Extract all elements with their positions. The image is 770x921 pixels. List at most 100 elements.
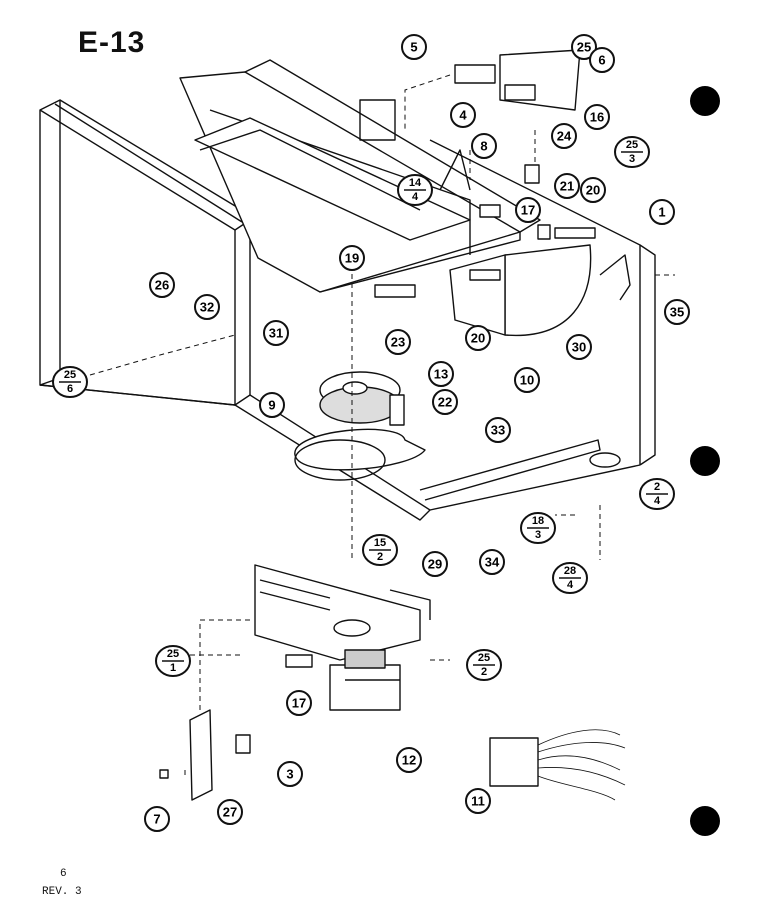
revision-label: REV. 3 bbox=[42, 886, 82, 898]
callout-c14-4: 144 bbox=[397, 174, 433, 206]
top-switch-cluster bbox=[374, 49, 596, 298]
callout-c20a-label: 20 bbox=[586, 183, 600, 198]
callout-c2-4: 24 bbox=[639, 478, 675, 510]
callout-c32-label: 32 bbox=[200, 300, 214, 315]
callout-c13: 13 bbox=[428, 361, 454, 387]
page-title: E-13 bbox=[78, 26, 146, 59]
callout-c17b-label: 17 bbox=[292, 696, 306, 711]
callout-c6: 6 bbox=[589, 47, 615, 73]
callout-c33: 33 bbox=[485, 417, 511, 443]
callout-c21-label: 21 bbox=[560, 179, 574, 194]
callout-c28-4: 284 bbox=[552, 562, 588, 594]
callout-c24: 24 bbox=[551, 123, 577, 149]
callout-c2-4-denominator: 4 bbox=[654, 495, 661, 507]
callout-c16-label: 16 bbox=[590, 110, 604, 125]
callout-c25-6-denominator: 6 bbox=[67, 383, 73, 395]
callout-c33-label: 33 bbox=[491, 423, 505, 438]
callout-c31: 31 bbox=[263, 320, 289, 346]
callout-c2-4-numerator: 2 bbox=[654, 481, 660, 493]
blower-housing bbox=[449, 244, 592, 337]
callout-c20a: 20 bbox=[580, 177, 606, 203]
callout-c23: 23 bbox=[385, 329, 411, 355]
callout-c24-label: 24 bbox=[557, 129, 572, 144]
callout-c6-label: 6 bbox=[598, 53, 605, 68]
callout-c11-label: 11 bbox=[471, 794, 485, 809]
callout-c15-2: 152 bbox=[362, 534, 398, 566]
page-number: 6 bbox=[60, 868, 67, 880]
callout-c17a: 17 bbox=[515, 197, 541, 223]
callout-c20b-label: 20 bbox=[471, 331, 485, 346]
callout-c9: 9 bbox=[259, 392, 285, 418]
callout-c28-4-numerator: 28 bbox=[564, 565, 576, 577]
callout-c3-label: 3 bbox=[286, 767, 293, 782]
callout-c25-3-denominator: 3 bbox=[629, 153, 635, 165]
callout-c7-label: 7 bbox=[153, 812, 160, 827]
callout-c18-3-denominator: 3 bbox=[535, 529, 541, 541]
callout-c26-label: 26 bbox=[155, 278, 169, 293]
callout-c25a: 25 bbox=[571, 34, 597, 60]
callout-c19: 19 bbox=[339, 245, 365, 271]
callout-c21: 21 bbox=[554, 173, 580, 199]
callout-c27: 27 bbox=[217, 799, 243, 825]
callout-c5: 5 bbox=[401, 34, 427, 60]
callout-c17a-label: 17 bbox=[521, 203, 535, 218]
callout-c3: 3 bbox=[277, 761, 303, 787]
callout-c10: 10 bbox=[514, 367, 540, 393]
binder-hole-bottom bbox=[690, 806, 720, 836]
switch-bracket bbox=[159, 654, 313, 801]
callout-c16: 16 bbox=[584, 104, 610, 130]
callout-c29-label: 29 bbox=[428, 557, 442, 572]
callout-c8-label: 8 bbox=[480, 139, 487, 154]
callout-c25a-label: 25 bbox=[577, 40, 591, 55]
callout-c29: 29 bbox=[422, 551, 448, 577]
callout-c10-label: 10 bbox=[520, 373, 534, 388]
callout-c19-label: 19 bbox=[345, 251, 359, 266]
callout-c17b: 17 bbox=[286, 690, 312, 716]
callout-c8: 8 bbox=[471, 133, 497, 159]
callout-c25-6-numerator: 25 bbox=[64, 369, 76, 381]
callout-c25-1-denominator: 1 bbox=[170, 662, 176, 674]
callout-c1: 1 bbox=[649, 199, 675, 225]
callout-c4: 4 bbox=[450, 102, 476, 128]
cabinet-right-panel bbox=[429, 139, 656, 466]
wire-connector bbox=[489, 729, 626, 801]
callout-c25-2-denominator: 2 bbox=[481, 666, 487, 678]
callout-c25-6: 256 bbox=[52, 366, 88, 398]
cabinet-base bbox=[234, 394, 641, 521]
callout-c27-label: 27 bbox=[223, 805, 237, 820]
cabinet-top-shelf bbox=[179, 59, 541, 293]
callout-c20b: 20 bbox=[465, 325, 491, 351]
callout-c7: 7 bbox=[144, 806, 170, 832]
callout-c12: 12 bbox=[396, 747, 422, 773]
callout-c34-label: 34 bbox=[485, 555, 500, 570]
callout-c34: 34 bbox=[479, 549, 505, 575]
callout-c13-label: 13 bbox=[434, 367, 448, 382]
callout-c11: 11 bbox=[465, 788, 491, 814]
callout-c5-label: 5 bbox=[410, 40, 417, 55]
callout-c18-3: 183 bbox=[520, 512, 556, 544]
fan-assembly bbox=[294, 371, 426, 481]
callout-c25-1: 251 bbox=[155, 645, 191, 677]
callout-c25-2-numerator: 25 bbox=[478, 652, 490, 664]
callout-c30-label: 30 bbox=[572, 340, 586, 355]
callout-c18-3-numerator: 18 bbox=[532, 515, 544, 527]
callout-c32: 32 bbox=[194, 294, 220, 320]
callout-c30: 30 bbox=[566, 334, 592, 360]
callout-c35: 35 bbox=[664, 299, 690, 325]
binder-hole-top bbox=[690, 86, 720, 116]
callout-c1-label: 1 bbox=[658, 205, 665, 220]
callout-c23-label: 23 bbox=[391, 335, 405, 350]
callout-c22: 22 bbox=[432, 389, 458, 415]
callout-c14-4-numerator: 14 bbox=[409, 177, 422, 189]
callout-c31-label: 31 bbox=[269, 326, 283, 341]
timer-motor bbox=[329, 649, 401, 711]
callout-c4-label: 4 bbox=[459, 108, 467, 123]
callout-c25-1-numerator: 25 bbox=[167, 648, 179, 660]
callout-c14-4-denominator: 4 bbox=[412, 191, 419, 203]
callout-c15-2-numerator: 15 bbox=[374, 537, 386, 549]
binder-hole-middle bbox=[690, 446, 720, 476]
callout-c25-3-numerator: 25 bbox=[626, 139, 638, 151]
callout-c9-label: 9 bbox=[268, 398, 275, 413]
callout-c35-label: 35 bbox=[670, 305, 684, 320]
